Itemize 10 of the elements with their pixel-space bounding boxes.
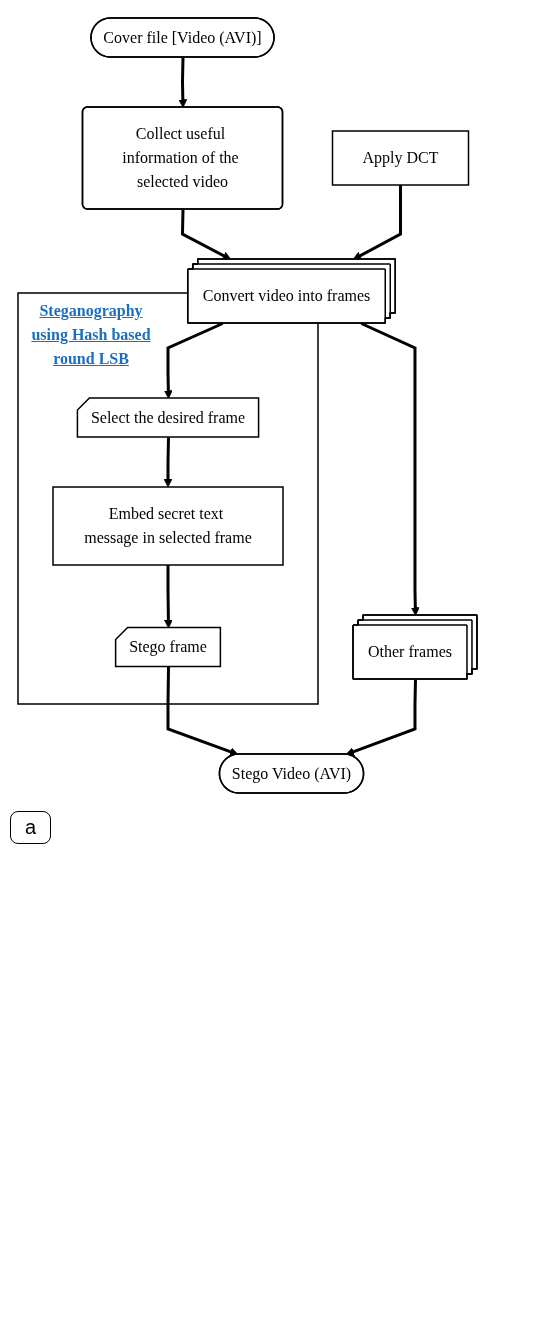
arrow: [345, 679, 417, 756]
arrow: [164, 565, 173, 629]
node-box: Apply DCT: [331, 130, 470, 186]
arrow: [178, 57, 188, 108]
panel-letter: a: [10, 811, 52, 844]
arrow: [180, 209, 232, 260]
node-box: Embed secret text message in selected frame: [52, 486, 284, 566]
arrow: [352, 185, 402, 260]
arrow: [166, 666, 239, 756]
arrow: [163, 437, 173, 488]
